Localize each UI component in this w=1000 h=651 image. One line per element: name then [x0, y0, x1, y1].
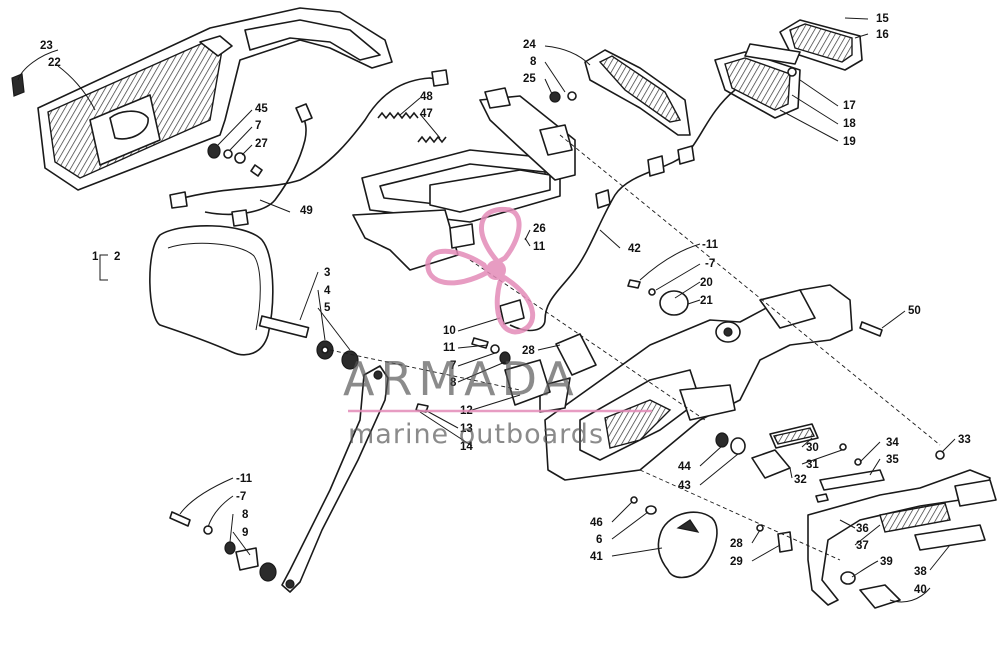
callout: 19 [843, 136, 856, 148]
callout: 18 [843, 118, 856, 130]
cap-20-21 [627, 279, 883, 337]
callout: 28 [522, 345, 535, 357]
armada-watermark: ARMADA marine outboards [343, 206, 652, 450]
main-lower-frame [539, 284, 853, 481]
callout: 46 [590, 517, 603, 529]
callout-leaders [17, 17, 956, 603]
tail-light-housing [714, 19, 863, 119]
callout: 8 [530, 56, 537, 68]
callout: 37 [856, 540, 869, 552]
callout: 25 [523, 73, 536, 85]
callout: 17 [843, 100, 856, 112]
callout: 38 [914, 566, 927, 578]
callout: 44 [678, 461, 691, 473]
callout: 40 [914, 584, 927, 596]
watermark-brand: ARMADA [343, 352, 580, 406]
callout: 7 [450, 360, 456, 372]
callout: 11 [443, 342, 456, 354]
bracket-32-35 [815, 450, 945, 503]
callout: 3 [324, 267, 330, 279]
callout: 23 [40, 40, 53, 52]
callout: 14 [460, 441, 473, 453]
callout-labels: 23 22 45 7 27 49 48 47 24 8 25 15 16 17 … [40, 13, 971, 596]
callout: 30 [806, 442, 819, 454]
callout: -7 [236, 491, 246, 503]
callout: 4 [324, 285, 331, 297]
wiring-harness-upper [169, 69, 449, 227]
hardware-45-7-27 [207, 143, 263, 177]
propeller-logo-icon [425, 206, 535, 335]
tail-light-wire [499, 89, 736, 332]
callout: 31 [806, 459, 819, 471]
callout: 11 [533, 241, 546, 253]
callout: 21 [700, 295, 713, 307]
callout: -11 [702, 239, 719, 251]
callout: 6 [596, 534, 602, 546]
callout: -11 [236, 473, 253, 485]
callout: 24 [523, 39, 536, 51]
step-30-31 [751, 423, 847, 479]
callout: 26 [533, 223, 546, 235]
callout: 33 [958, 434, 971, 446]
callout: 43 [678, 480, 691, 492]
callout: 47 [420, 108, 433, 120]
callout: 41 [590, 551, 603, 563]
callout: 1 [92, 251, 99, 263]
callout: 13 [460, 423, 473, 435]
footrest-assembly [807, 469, 997, 609]
callout: 29 [730, 556, 743, 568]
callout: 20 [700, 277, 713, 289]
plate-28-pad-12 [504, 333, 597, 406]
callout: 5 [324, 302, 331, 314]
callout: 28 [730, 538, 743, 550]
callout: 32 [794, 474, 807, 486]
callout: 45 [255, 103, 268, 115]
backrest-pad [149, 225, 274, 356]
assembly-dash-lines [329, 134, 941, 561]
tail-light-lens [549, 49, 691, 136]
callout: 36 [856, 523, 869, 535]
watermark-tagline: marine outboards [348, 419, 604, 450]
callout: 34 [886, 437, 899, 449]
hardware-center [415, 337, 511, 413]
rear-rack-frame-upper [11, 7, 393, 191]
callout: 9 [242, 527, 248, 539]
callout: 42 [628, 243, 641, 255]
callout: 49 [300, 205, 313, 217]
callout: 27 [255, 138, 268, 150]
callout: 2 [114, 251, 120, 263]
spring-clips-48-47 [377, 111, 447, 144]
callout: 15 [876, 13, 889, 25]
callout: 16 [876, 29, 889, 41]
callout: 50 [908, 305, 921, 317]
backrest-support-arm [281, 365, 389, 593]
callout: 8 [450, 377, 457, 389]
rack-bracket-center [352, 87, 576, 271]
washers-44-43 [715, 432, 746, 455]
callout: 48 [420, 91, 433, 103]
callout: 35 [886, 454, 899, 466]
callout: -7 [705, 258, 715, 270]
callout: 39 [880, 556, 893, 568]
callout: 8 [242, 509, 249, 521]
rear-cap-41 [630, 496, 718, 579]
callout: 7 [255, 120, 261, 132]
callout: 22 [48, 57, 61, 69]
callout: 10 [443, 325, 456, 337]
hardware-lower-left [169, 511, 277, 582]
